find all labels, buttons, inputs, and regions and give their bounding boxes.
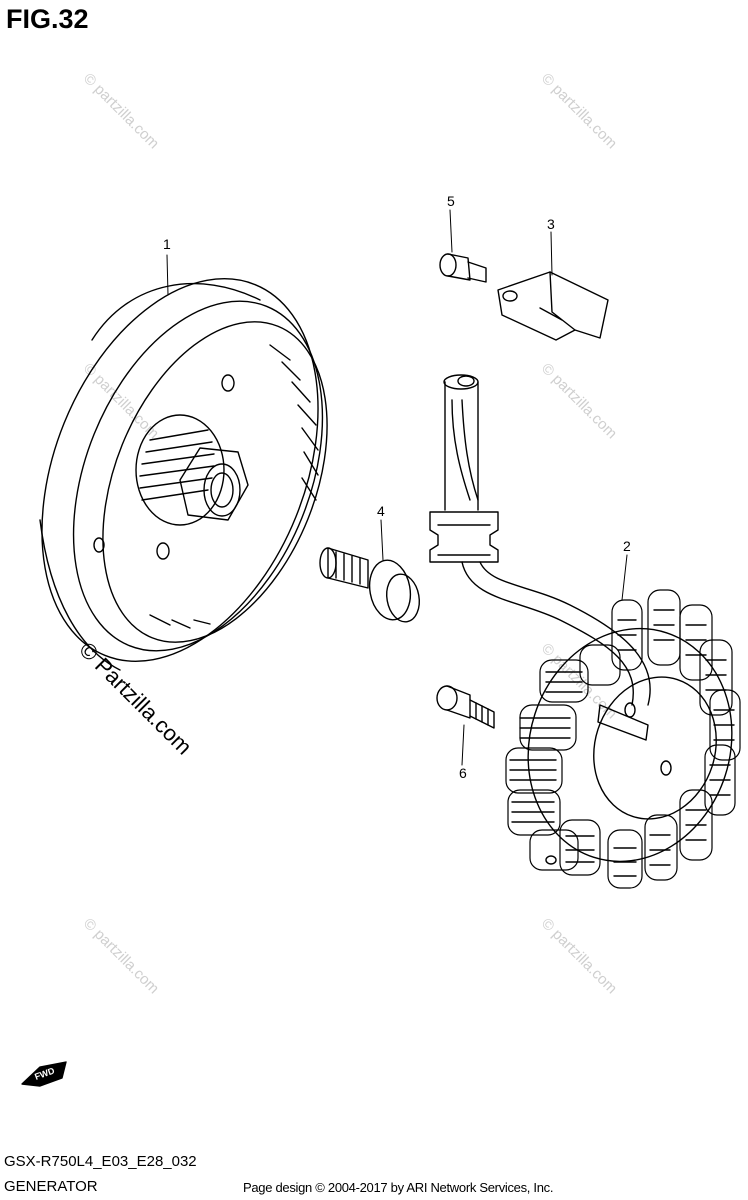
leader-lines — [166, 209, 628, 766]
part-4-bolt[interactable] — [319, 547, 423, 624]
fwd-arrow-icon: FWD — [21, 1061, 67, 1087]
figure-name: GENERATOR — [4, 1178, 98, 1195]
part-2-stator[interactable] — [429, 374, 748, 889]
part-6-screw[interactable] — [436, 685, 495, 729]
part-5-screw[interactable] — [439, 253, 487, 283]
callout-5: 5 — [447, 193, 455, 209]
callout-2: 2 — [623, 538, 631, 554]
part-3-clamp[interactable] — [497, 271, 609, 341]
figure-title: FIG.32 — [6, 4, 89, 34]
callout-3: 3 — [547, 216, 555, 232]
copyright-credit: Page design © 2004-2017 by ARI Network S… — [243, 1180, 554, 1195]
callout-6: 6 — [459, 765, 467, 781]
part-1-rotor[interactable] — [0, 238, 371, 703]
figure-code: GSX-R750L4_E03_E28_032 — [4, 1153, 197, 1170]
callout-1: 1 — [163, 236, 171, 252]
callout-4: 4 — [377, 503, 385, 519]
